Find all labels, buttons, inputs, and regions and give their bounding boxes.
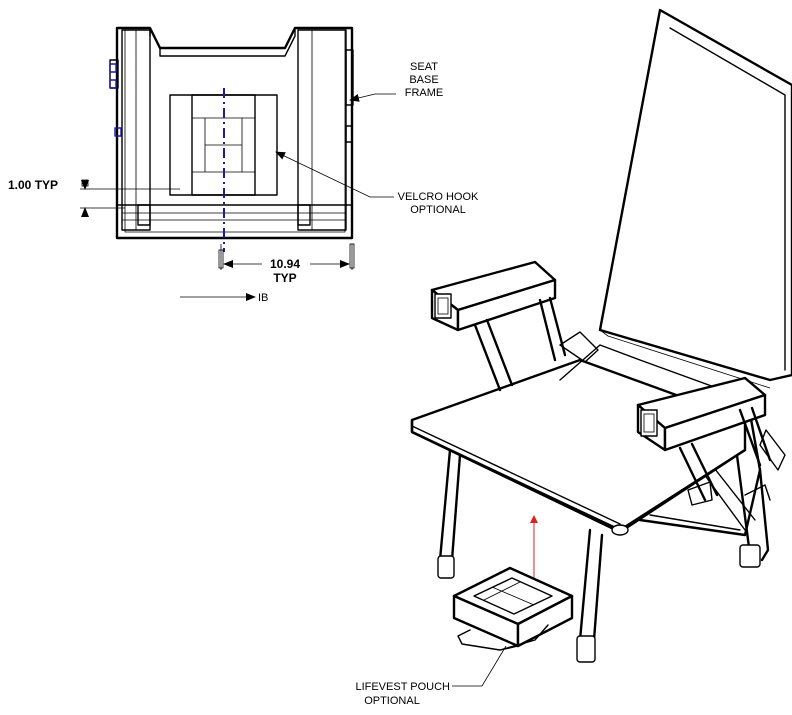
- isometric-seat-view: LIFEVEST POUCH OPTIONAL: [355, 8, 792, 707]
- seat-pan: [410, 344, 751, 536]
- front-legs: [437, 448, 604, 663]
- inboard-direction-arrow: IB: [180, 292, 268, 304]
- lifevest-pouch-label: LIFEVEST POUCH: [355, 681, 450, 693]
- rear-structure: [638, 383, 786, 568]
- frame-label: FRAME: [405, 87, 444, 99]
- seat-back: [598, 8, 792, 389]
- dimension-1-typ: 1.00 TYP: [8, 178, 180, 217]
- right-side-rail: [297, 29, 347, 231]
- seat-base-frame-callout: SEAT BASE FRAME: [349, 61, 444, 102]
- base-label: BASE: [409, 74, 438, 86]
- dim-typ-label: TYP: [273, 271, 296, 285]
- dim-10-94-label: 10.94: [270, 257, 300, 271]
- dim-1-typ-label: 1.00 TYP: [8, 178, 58, 192]
- right-armrest: [636, 376, 772, 506]
- lifevest-optional-label: OPTIONAL: [364, 695, 420, 707]
- velcro-callout: VELCRO HOOK OPTIONAL: [275, 151, 479, 216]
- lifevest-callout: LIFEVEST POUCH OPTIONAL: [355, 645, 507, 707]
- top-view: 1.00 TYP 10.94 TYP IB SEAT BASE FRAME: [8, 26, 479, 304]
- velcro-hook-label: VELCRO HOOK: [398, 191, 479, 203]
- ib-label: IB: [258, 292, 268, 304]
- seat-frame-outline: [115, 26, 354, 240]
- dimension-10-94-typ: 10.94 TYP: [218, 243, 355, 285]
- lifevest-pouch: [452, 566, 574, 651]
- seat-label: SEAT: [410, 61, 438, 73]
- velcro-optional-label: OPTIONAL: [410, 204, 466, 216]
- left-armrest: [430, 260, 599, 392]
